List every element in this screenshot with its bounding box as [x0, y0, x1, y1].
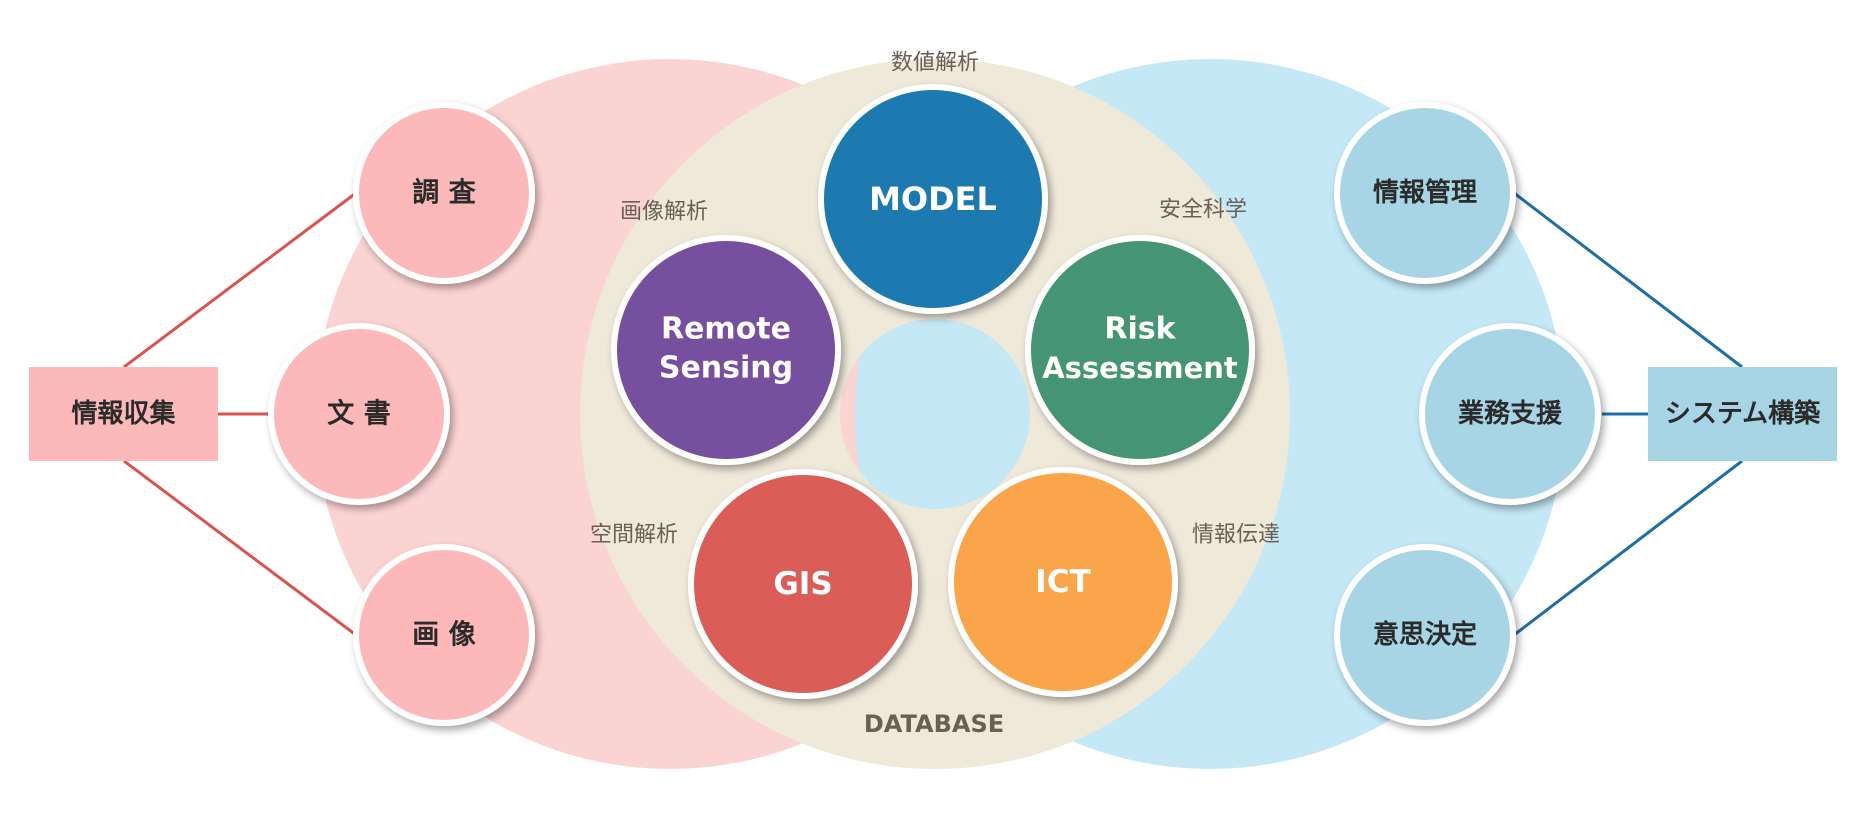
caption-remote-sensing: 画像解析 — [620, 200, 708, 225]
node-chousa: 調 査 — [353, 102, 535, 284]
node-ishi-kettei: 意思決定 — [1334, 544, 1516, 726]
node-remote-sensing-line2: Sensing — [659, 351, 793, 386]
node-gazou: 画 像 — [353, 544, 535, 726]
node-risk-assessment-line1: Risk — [1104, 312, 1176, 347]
node-ict: ICT — [948, 467, 1178, 697]
node-jouhou-kanri: 情報管理 — [1334, 102, 1516, 284]
caption-gis: 空間解析 — [590, 523, 678, 548]
node-gyoumu-shien: 業務支援 — [1419, 323, 1601, 505]
node-ict-label: ICT — [1035, 564, 1090, 600]
caption-risk-assessment: 安全科学 — [1159, 198, 1247, 223]
node-remote-sensing: Remote Sensing — [611, 235, 841, 465]
info-collection-label: 情報収集 — [71, 398, 176, 429]
caption-model: 数値解析 — [891, 51, 979, 76]
node-gazou-label: 画 像 — [412, 620, 475, 651]
caption-ict: 情報伝達 — [1192, 523, 1280, 548]
node-risk-assessment-line2: Assessment — [1042, 351, 1238, 385]
info-collection-box: 情報収集 — [29, 367, 218, 461]
node-chousa-label: 調 査 — [412, 177, 475, 209]
left-connectors — [123, 191, 357, 637]
right-connectors — [1513, 191, 1743, 637]
node-remote-sensing-line1: Remote — [661, 312, 791, 347]
connector-ishi-kettei — [1513, 459, 1743, 637]
connector-gazou — [123, 459, 357, 637]
node-bunsho-label: 文 書 — [327, 398, 390, 430]
node-bunsho: 文 書 — [268, 323, 450, 505]
node-gyoumu-shien-label: 業務支援 — [1458, 399, 1563, 429]
node-jouhou-kanri-label: 情報管理 — [1373, 178, 1477, 208]
node-gis-label: GIS — [773, 566, 832, 602]
node-gis: GIS — [688, 469, 918, 699]
connector-chousa — [123, 191, 357, 369]
node-model-label: MODEL — [869, 180, 997, 218]
connector-jouhou-kanri — [1513, 191, 1743, 369]
system-build-box: システム構築 — [1648, 367, 1837, 461]
system-build-label: システム構築 — [1665, 398, 1821, 429]
node-ishi-kettei-label: 意思決定 — [1373, 619, 1477, 650]
node-model: MODEL — [818, 84, 1048, 314]
node-risk-assessment: Risk Assessment — [1025, 235, 1255, 465]
database-label: DATABASE — [864, 710, 1004, 738]
